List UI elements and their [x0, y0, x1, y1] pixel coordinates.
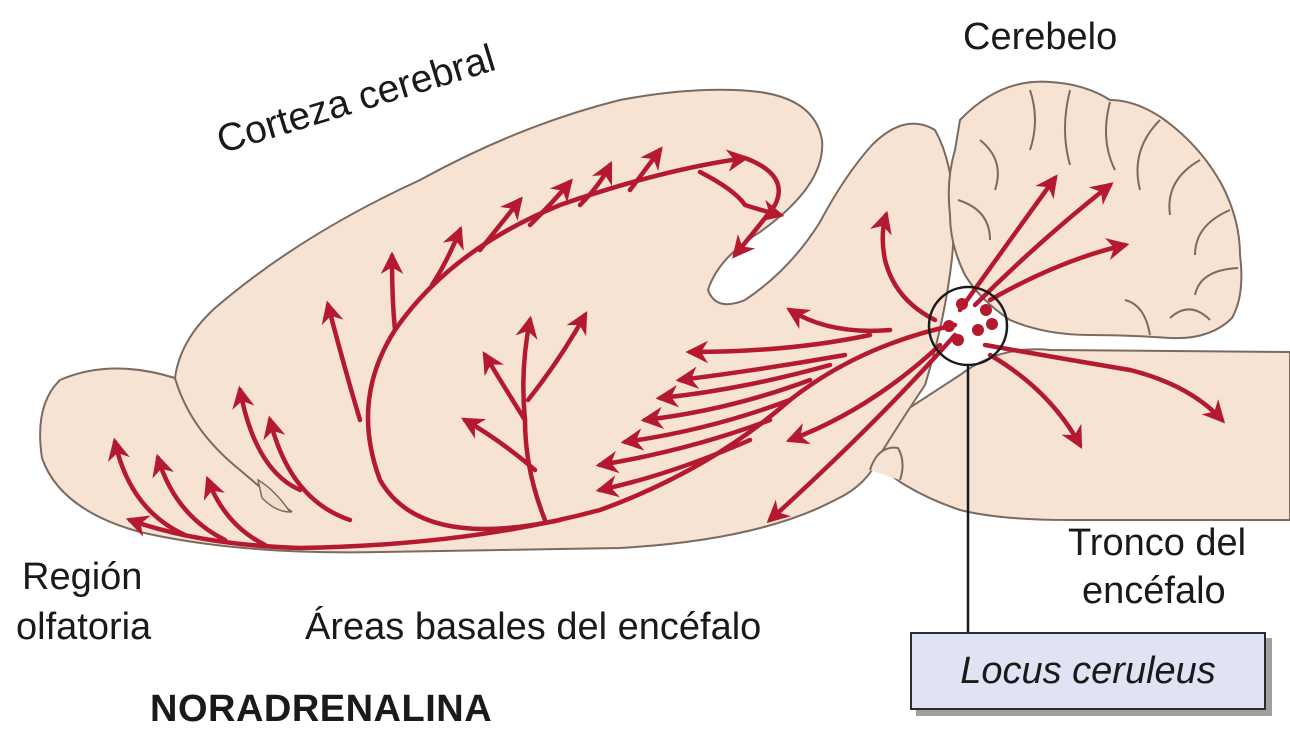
areas-basales-label: Áreas basales del encéfalo: [305, 604, 761, 650]
figure-title: NORADRENALINA: [150, 688, 492, 731]
olfatoria-label: olfatoria: [16, 604, 151, 650]
locus-ceruleus-box: Locus ceruleus: [910, 632, 1266, 710]
tronco-label: Tronco del: [1068, 520, 1246, 566]
cerebelo-label: Cerebelo: [963, 14, 1117, 60]
locus-ceruleus-label: Locus ceruleus: [912, 634, 1264, 708]
encefalo-label: encéfalo: [1082, 568, 1226, 614]
region-label: Región: [22, 554, 142, 600]
